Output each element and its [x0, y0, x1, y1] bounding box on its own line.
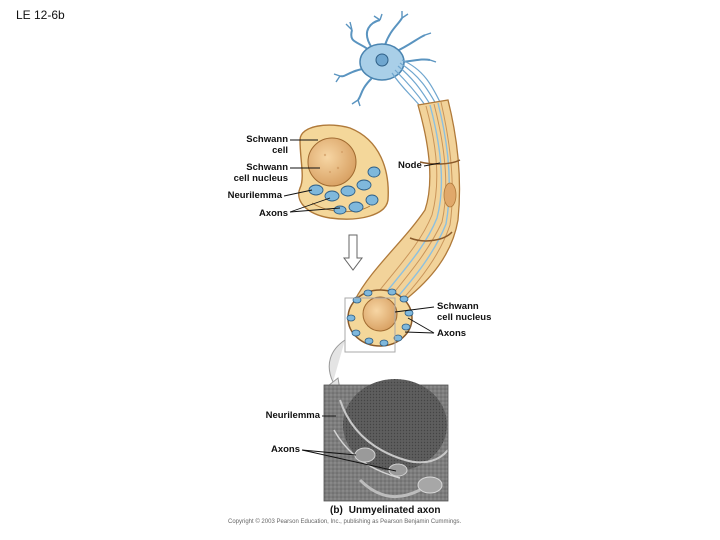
caption-text: Unmyelinated axon: [349, 505, 441, 516]
down-arrow: [344, 235, 362, 270]
label-neurilemma: Neurilemma: [218, 190, 282, 201]
nerve-cross-section-end: [345, 289, 413, 352]
label-axons-nerve: Axons: [437, 328, 466, 339]
label-schwann-cell-nucleus: Schwann cell nucleus: [218, 162, 288, 184]
label-schwann-cell-nucleus-nerve: Schwann cell nucleus: [437, 301, 491, 323]
schwann-cross-section: [299, 125, 388, 219]
electron-micrograph: [324, 379, 448, 501]
caption-tag: (b): [330, 505, 343, 516]
label-axons-micrograph: Axons: [250, 444, 300, 455]
label-axons-cross-section: Axons: [240, 208, 288, 219]
magnify-arrow: [328, 340, 345, 390]
label-neurilemma-micrograph: Neurilemma: [250, 410, 320, 421]
figure-caption: (b) Unmyelinated axon: [330, 505, 440, 516]
neuron-cell-body: [334, 11, 436, 106]
label-node: Node: [398, 160, 422, 171]
copyright-notice: Copyright © 2003 Pearson Education, Inc.…: [228, 519, 461, 525]
label-schwann-cell: Schwann cell: [228, 134, 288, 156]
axon-bundle-top: [392, 60, 441, 106]
